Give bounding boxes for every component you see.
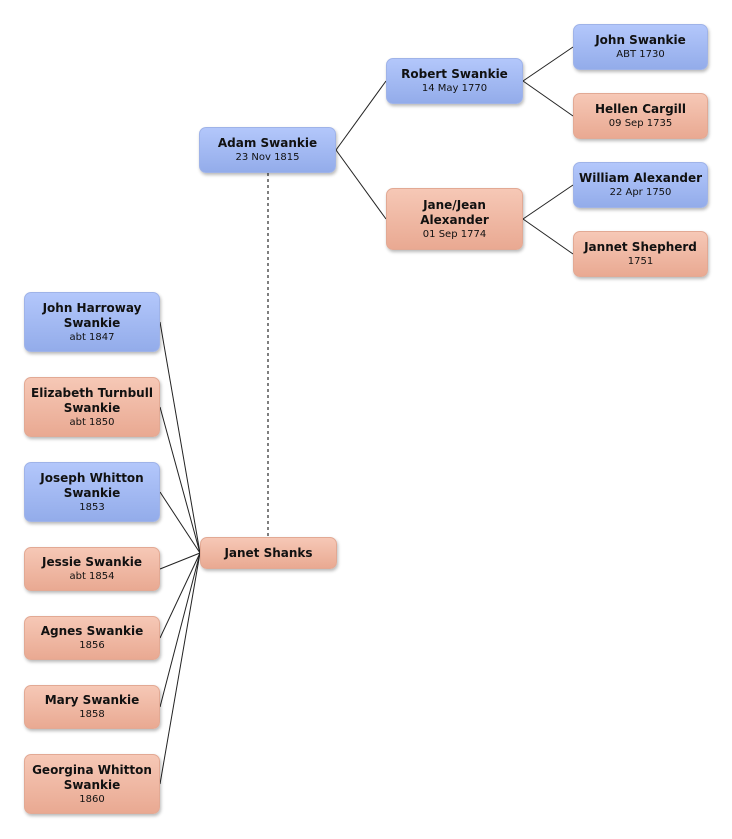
link-adam-robert: [335, 80, 387, 151]
person-date: abt 1850: [69, 416, 115, 428]
person-jessie-swankie[interactable]: Jessie Swankie abt 1854: [24, 547, 160, 591]
person-adam-swankie[interactable]: Adam Swankie 23 Nov 1815: [199, 127, 336, 173]
person-name: Georgina Whitton Swankie: [32, 762, 152, 792]
person-georgina-whitton-swankie[interactable]: Georgina Whitton Swankie 1860: [24, 754, 160, 814]
person-agnes-swankie[interactable]: Agnes Swankie 1856: [24, 616, 160, 660]
person-name: Jannet Shepherd: [584, 240, 697, 254]
link-janet-elizabeth: [159, 406, 201, 554]
person-date: ABT 1730: [616, 49, 665, 60]
person-name: John Swankie: [595, 33, 686, 47]
person-date: 14 May 1770: [421, 83, 488, 94]
person-hellen-cargill[interactable]: Hellen Cargill 09 Sep 1735: [573, 93, 708, 139]
person-date: 22 Apr 1750: [609, 187, 672, 198]
person-date: 1856: [79, 640, 105, 651]
person-name: Joseph Whitton Swankie: [40, 470, 144, 500]
person-date: 1853: [79, 501, 105, 513]
person-mary-swankie[interactable]: Mary Swankie 1858: [24, 685, 160, 729]
person-name: John Harroway Swankie: [42, 300, 142, 330]
person-name: Janet Shanks: [224, 545, 313, 560]
link-janet-jessie: [159, 552, 201, 570]
link-adam-jane: [335, 149, 387, 220]
person-date: 01 Sep 1774: [422, 228, 487, 240]
link-jane-william: [522, 184, 574, 220]
link-janet-agnes: [159, 552, 201, 639]
person-date: 09 Sep 1735: [608, 118, 673, 129]
person-name: Jane/Jean Alexander: [420, 197, 489, 227]
link-janet-john: [159, 321, 201, 554]
person-name: Agnes Swankie: [40, 624, 144, 638]
person-date: abt 1847: [69, 331, 115, 343]
person-name: Elizabeth Turnbull Swankie: [31, 385, 153, 415]
person-jannet-shepherd[interactable]: Jannet Shepherd 1751: [573, 231, 708, 277]
person-date: 23 Nov 1815: [235, 152, 300, 163]
person-name: William Alexander: [578, 171, 703, 185]
person-joseph-whitton-swankie[interactable]: Joseph Whitton Swankie 1853: [24, 462, 160, 522]
person-elizabeth-turnbull-swankie[interactable]: Elizabeth Turnbull Swankie abt 1850: [24, 377, 160, 437]
link-janet-mary: [159, 552, 201, 708]
person-janet-shanks[interactable]: Janet Shanks: [200, 537, 337, 569]
link-janet-joseph: [159, 491, 201, 554]
person-john-swankie[interactable]: John Swankie ABT 1730: [573, 24, 708, 70]
link-robert-hellen: [522, 80, 574, 117]
person-name: Adam Swankie: [217, 136, 318, 150]
person-date: 1858: [79, 709, 105, 720]
person-date: abt 1854: [69, 571, 115, 582]
person-date: 1751: [627, 256, 654, 267]
person-name: Jessie Swankie: [42, 555, 142, 569]
person-name: Hellen Cargill: [594, 102, 687, 116]
person-john-harroway-swankie[interactable]: John Harroway Swankie abt 1847: [24, 292, 160, 352]
person-jane-alexander[interactable]: Jane/Jean Alexander 01 Sep 1774: [386, 188, 523, 250]
link-robert-john: [522, 46, 574, 82]
person-robert-swankie[interactable]: Robert Swankie 14 May 1770: [386, 58, 523, 104]
person-name: Robert Swankie: [401, 67, 508, 81]
person-name: Mary Swankie: [44, 693, 140, 707]
link-jane-jannet: [522, 218, 574, 255]
link-janet-georgina: [159, 552, 201, 785]
person-william-alexander[interactable]: William Alexander 22 Apr 1750: [573, 162, 708, 208]
person-date: 1860: [79, 793, 105, 805]
